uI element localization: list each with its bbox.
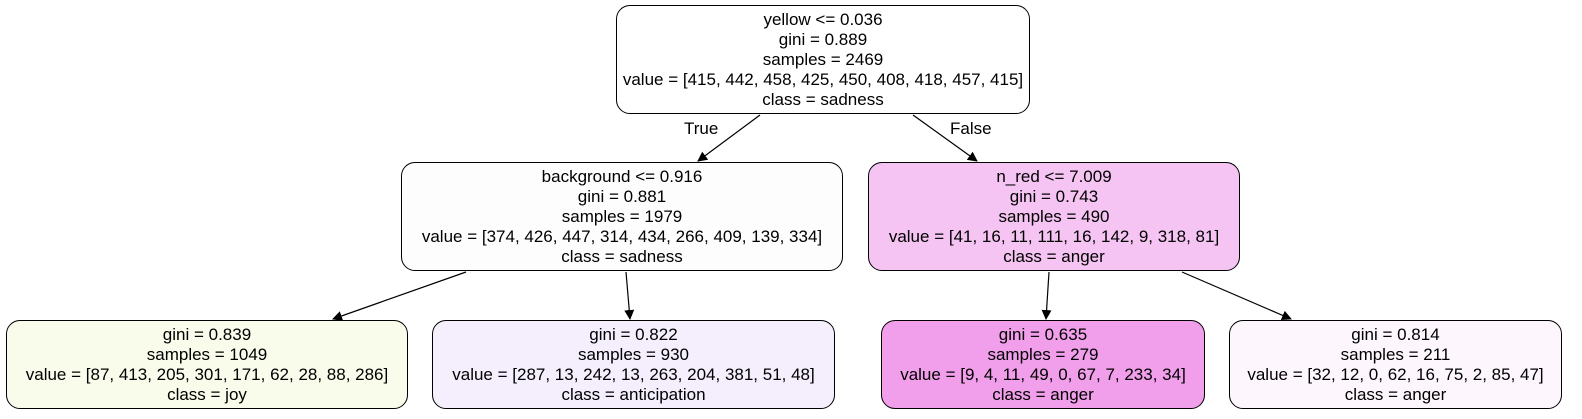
tree-edge-n1-n4 (624, 271, 635, 320)
node-line: class = anticipation (561, 385, 706, 404)
edge-label-false: False (950, 119, 992, 138)
edge-label-true: True (684, 119, 719, 138)
node-line: value = [9, 4, 11, 49, 0, 67, 7, 233, 34… (900, 365, 1186, 384)
node-line: gini = 0.889 (778, 30, 868, 49)
node-line: class = sadness (561, 247, 683, 266)
node-line: value = [41, 16, 11, 111, 16, 142, 9, 31… (888, 227, 1220, 246)
node-line: class = anger (992, 385, 1094, 404)
node-line: class = anger (1003, 247, 1105, 266)
node-line: samples = 2469 (762, 50, 884, 69)
node-line: class = sadness (762, 90, 884, 109)
node-line: class = anger (1344, 385, 1447, 404)
node-line: samples = 1979 (561, 207, 683, 226)
node-line: background <= 0.916 (541, 167, 703, 186)
tree-edge-n1-n3 (332, 271, 467, 321)
node-line: samples = 930 (577, 345, 690, 364)
node-line: samples = 1049 (146, 345, 268, 364)
tree-edge-root-n1 (697, 114, 761, 162)
node-line: samples = 279 (987, 345, 1099, 364)
node-line: samples = 490 (998, 207, 1110, 226)
node-line: gini = 0.881 (577, 187, 667, 206)
node-line: gini = 0.822 (589, 325, 678, 344)
node-line: value = [374, 426, 447, 314, 434, 266, 4… (421, 227, 823, 246)
node-line: value = [415, 442, 458, 425, 450, 408, 4… (622, 70, 1024, 89)
node-line: class = joy (167, 385, 247, 404)
tree-edge-n2-n5 (1041, 271, 1052, 320)
tree-edge-root-n2 (912, 114, 978, 162)
tree-edge-n2-n6 (1181, 271, 1292, 321)
node-line: yellow <= 0.036 (763, 10, 883, 29)
node-line: value = [32, 12, 0, 62, 16, 75, 2, 85, 4… (1247, 365, 1544, 384)
node-line: gini = 0.635 (998, 325, 1088, 344)
node-line: gini = 0.839 (162, 325, 252, 344)
node-line: n_red <= 7.009 (996, 167, 1112, 186)
node-line: value = [87, 413, 205, 301, 171, 62, 28,… (25, 365, 389, 384)
node-line: gini = 0.743 (1009, 187, 1099, 206)
node-line: value = [287, 13, 242, 13, 263, 204, 381… (452, 365, 815, 384)
node-line: samples = 211 (1340, 345, 1451, 364)
node-line: gini = 0.814 (1351, 325, 1440, 344)
